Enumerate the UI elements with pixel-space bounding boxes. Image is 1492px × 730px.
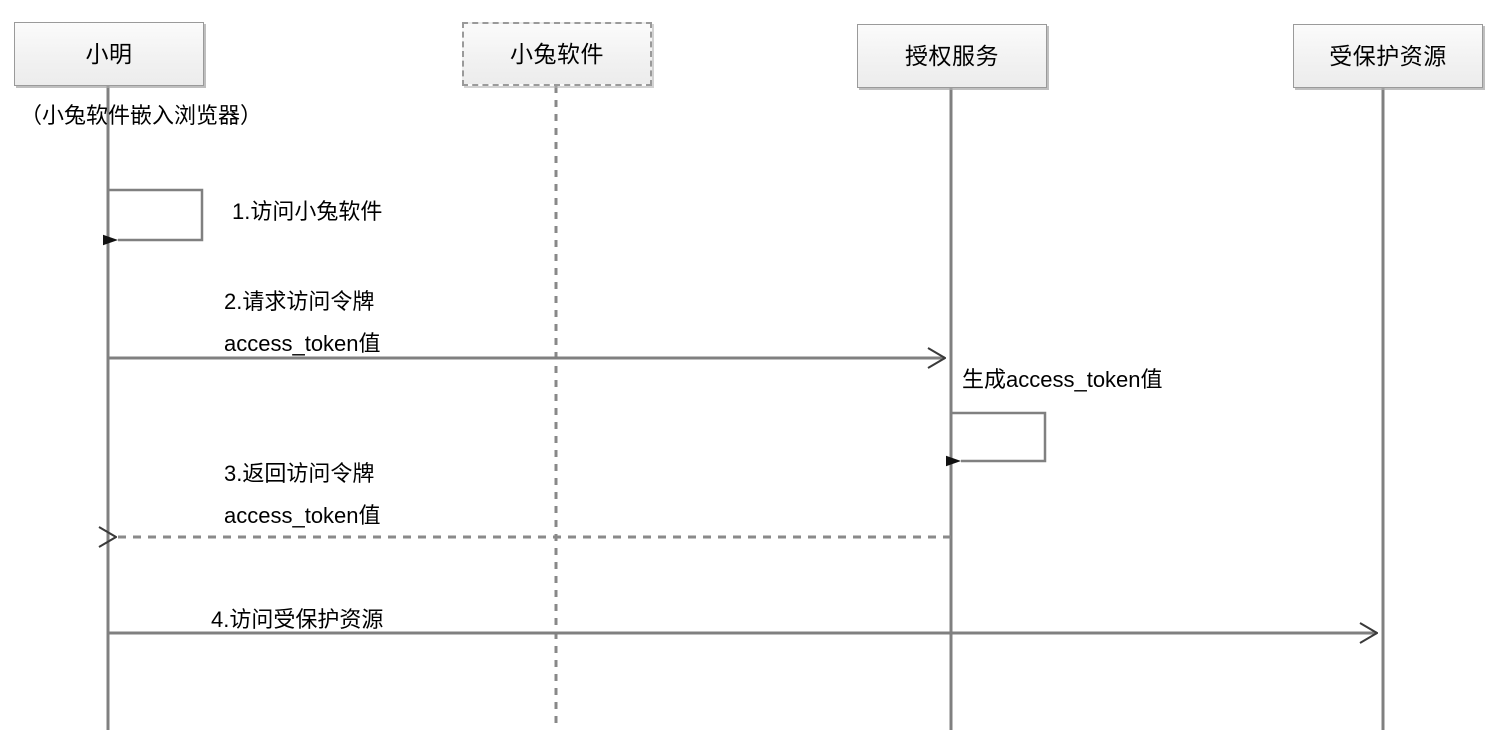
- message-2-label-line1: 2.请求访问令牌: [224, 289, 375, 314]
- message-3-label-line1: 3.返回访问令牌: [224, 461, 375, 486]
- participant-box-client-app[interactable]: 小兔软件: [462, 22, 652, 86]
- participant-box-auth-service[interactable]: 授权服务: [857, 24, 1047, 88]
- message-generate-token-label: 生成access_token值: [962, 367, 1163, 392]
- message-1-label: 1.访问小兔软件: [232, 199, 383, 224]
- message-1-self-loop: [103, 188, 204, 246]
- participant-label-protected-resource: 受保护资源: [1329, 42, 1447, 69]
- participant-box-protected-resource[interactable]: 受保护资源: [1293, 24, 1483, 88]
- participant-label-auth-service: 授权服务: [905, 42, 999, 69]
- participant-label-user: 小明: [85, 40, 133, 67]
- participant-label-client-app: 小兔软件: [510, 40, 604, 67]
- message-3-label-line2: access_token值: [224, 503, 381, 528]
- message-auth-self-loop: [946, 411, 1047, 467]
- message-2-label-line2: access_token值: [224, 331, 381, 356]
- participant-box-user[interactable]: 小明: [14, 22, 204, 86]
- message-4-label: 4.访问受保护资源: [211, 607, 384, 632]
- note-embed-browser: （小兔软件嵌入浏览器）: [20, 103, 263, 128]
